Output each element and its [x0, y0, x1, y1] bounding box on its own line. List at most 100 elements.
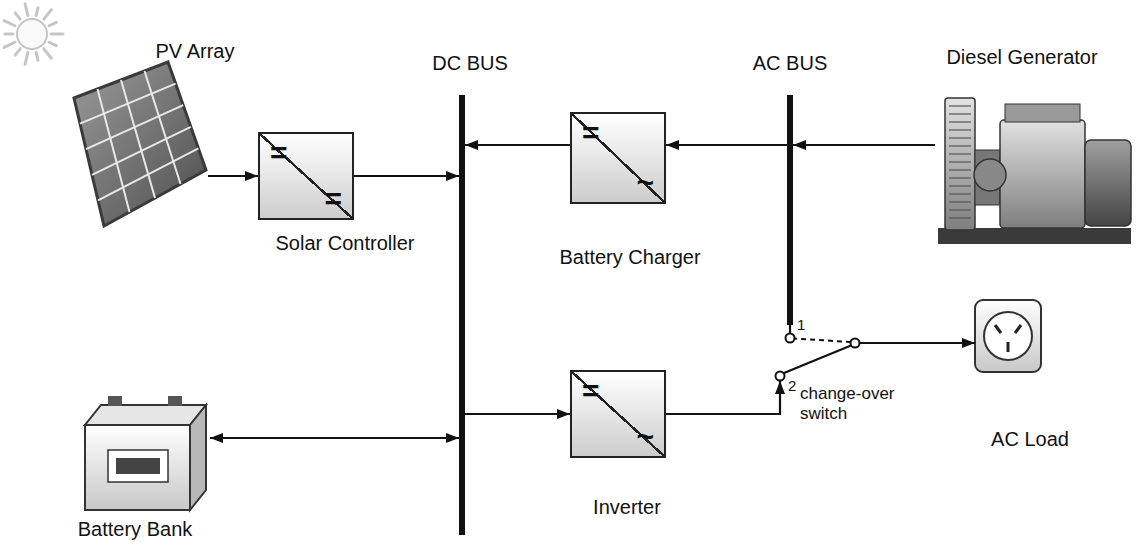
converter-symbol: =: [270, 138, 288, 168]
node-label: PV Array: [156, 40, 235, 63]
connector-arrow: [354, 175, 459, 177]
switch-contacts-part: [795, 339, 852, 343]
node-label: DC BUS: [432, 52, 508, 75]
connector-arrow: [666, 144, 787, 146]
pv-cell-grid-part: [92, 127, 191, 175]
sun-rays-part: [44, 10, 51, 19]
power-outlet-drawing-part: [1007, 342, 1010, 352]
pv-array: PV Array: [60, 60, 208, 230]
sun-rays-part: [49, 42, 56, 45]
ac-bus: AC BUS: [787, 95, 793, 325]
inverter: =~Inverter: [570, 370, 666, 458]
pv-cell-grid: [80, 71, 198, 212]
connector-arrow: [789, 325, 791, 333]
sun-rays-part: [51, 33, 63, 36]
node-label: Diesel Generator: [946, 46, 1097, 69]
switch-contacts-part: [851, 339, 860, 348]
diesel-generator-drawing-part: [1005, 104, 1080, 122]
change-over-switch: 12change-over switch: [775, 333, 860, 381]
radiator-fins-part: [949, 217, 971, 218]
radiator-fins-part: [949, 209, 971, 210]
node-label: Battery Bank: [78, 518, 193, 541]
radiator-fins-part: [949, 169, 971, 170]
sun-rays-part: [44, 49, 51, 58]
converter-symbol: =: [324, 184, 342, 214]
diesel-generator-drawing-part: [945, 98, 975, 230]
diesel-generator-drawing-part: [1085, 140, 1131, 226]
diesel-generator-drawing-part: [1000, 120, 1085, 228]
sun-rays: [4, 4, 63, 64]
power-outlet-drawing-part: [1015, 325, 1021, 333]
battery-drawing-part: [85, 425, 190, 510]
sun-rays-part: [4, 21, 15, 26]
node-label: 1: [797, 316, 805, 333]
node-label: Battery Charger: [559, 246, 700, 269]
battery-drawing-part: [85, 405, 206, 425]
radiator-fins-part: [949, 177, 971, 178]
sun-rays-part: [25, 53, 28, 65]
switch-contacts: [776, 334, 860, 381]
node-label: 2: [788, 377, 796, 394]
radiator-fins-part: [949, 105, 971, 106]
battery-drawing-part: [116, 458, 160, 474]
diesel-generator: Diesel Generator: [935, 92, 1131, 248]
node-label: Inverter: [593, 496, 661, 519]
pv-cell-grid-part: [86, 105, 183, 149]
sun-icon: [4, 4, 63, 64]
power-outlet-drawing-part: [995, 325, 1001, 333]
radiator-fins-part: [949, 201, 971, 202]
diesel-generator-drawing-part: [974, 159, 1006, 191]
pv-cell-grid-part: [80, 84, 176, 124]
sun-rays-part: [25, 4, 28, 16]
radiator-fins-part: [949, 113, 971, 114]
connector-arrow: [210, 437, 459, 439]
converter-symbol: =: [582, 118, 600, 148]
switch-contacts-part: [786, 334, 795, 343]
converter-symbol: =: [582, 376, 600, 406]
battery-charger: =~Battery Charger: [570, 112, 666, 204]
connector-arrow: [208, 175, 258, 177]
switch-contacts-part: [776, 372, 785, 381]
sun-rays-part: [36, 8, 38, 16]
radiator-fins-part: [949, 185, 971, 186]
switch-contacts-part: [784, 346, 851, 374]
sun-icon-part: [17, 19, 47, 49]
solar-controller: ==Solar Controller: [258, 132, 354, 220]
power-outlet-drawing-part: [984, 312, 1032, 360]
radiator-fins-part: [949, 161, 971, 162]
power-outlet-drawing-part: [975, 300, 1041, 372]
connector-arrow: [793, 144, 935, 146]
node-label: change-over switch: [800, 384, 915, 423]
radiator-fins: [949, 106, 971, 218]
converter-symbol: ~: [636, 422, 654, 452]
power-outlet-drawing: [975, 300, 1041, 372]
sun-rays-part: [4, 42, 15, 47]
sun-rays-part: [15, 13, 20, 19]
pv-panel-drawing-part: [74, 62, 206, 226]
connector-arrow: [860, 342, 975, 344]
ac-load: AC Load: [975, 300, 1041, 372]
battery-drawing-part: [108, 450, 168, 482]
radiator-fins-part: [949, 153, 971, 154]
radiator-fins-part: [949, 145, 971, 146]
sun-rays-part: [36, 53, 38, 61]
battery-bank: Battery Bank: [80, 392, 210, 514]
radiator-fins-part: [949, 137, 971, 138]
battery-drawing: [85, 396, 206, 510]
sun-rays-part: [15, 49, 20, 55]
converter-symbol: ~: [636, 168, 654, 198]
node-label: AC Load: [991, 428, 1069, 451]
pv-cell-grid-part: [98, 148, 198, 200]
node-label: Solar Controller: [276, 232, 415, 255]
node-label: AC BUS: [753, 52, 827, 75]
sun-rays-part: [5, 33, 13, 36]
battery-drawing-part: [108, 396, 122, 406]
sun-rays-part: [49, 22, 56, 25]
radiator-fins-part: [949, 129, 971, 130]
radiator-fins-part: [949, 121, 971, 122]
connector-arrow: [465, 413, 570, 415]
connector-arrow: [465, 144, 570, 146]
